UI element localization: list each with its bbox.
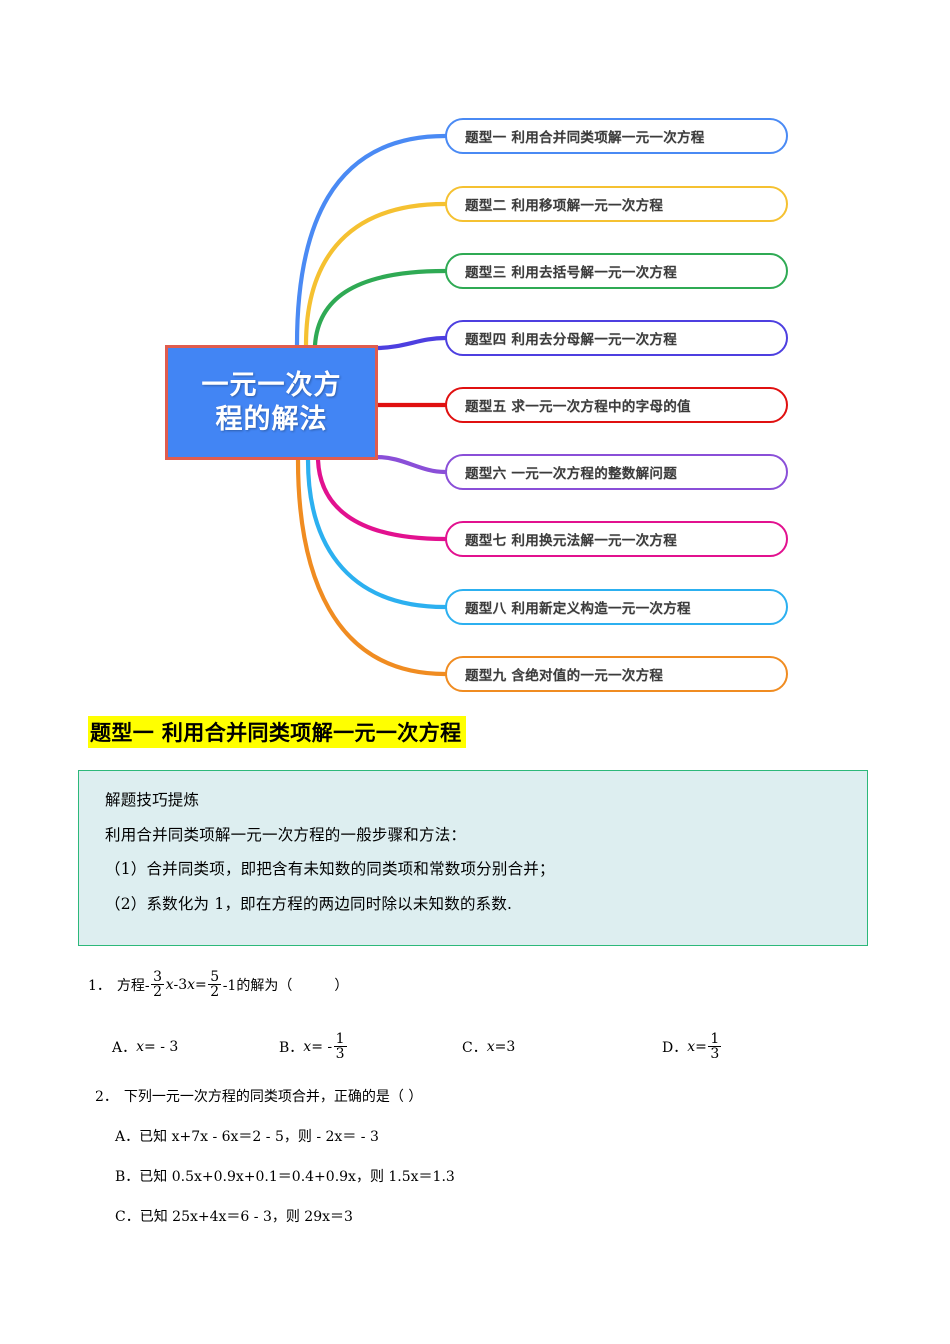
mindmap-node-7[interactable]: 题型七 利用换元法解一元一次方程 <box>445 521 788 557</box>
mindmap-node-8-label: 题型八 利用新定义构造一元一次方程 <box>465 601 691 617</box>
q1-fraction-2-numerator: 5 <box>210 968 220 985</box>
mindmap-node-8[interactable]: 题型八 利用新定义构造一元一次方程 <box>445 589 788 625</box>
connector-7 <box>315 457 448 542</box>
q1-option-B-rest: = - <box>311 1038 333 1055</box>
mindmap-node-9-label: 题型九 含绝对值的一元一次方程 <box>465 668 664 684</box>
connector-6 <box>373 454 448 475</box>
question-1-stem: 1． 方程- 3 2 x -3 x = 5 2 -1的解为（ ） <box>88 968 349 1000</box>
q1-part-2: x <box>165 976 174 993</box>
mindmap-center-line1: 一元一次方 <box>201 370 342 402</box>
connector-9 <box>295 457 448 677</box>
q1-option-A-letter: A． <box>112 1039 137 1056</box>
q1-option-B-var: x <box>303 1038 312 1055</box>
question-1-option-D[interactable]: D． x = 1 3 <box>662 1030 723 1062</box>
mindmap-node-1[interactable]: 题型一 利用合并同类项解一元一次方程 <box>445 118 788 154</box>
mindmap-node-3-label: 题型三 利用去括号解一元一次方程 <box>465 265 677 281</box>
q1-option-D-letter: D． <box>662 1039 688 1056</box>
q1-option-D-numerator: 1 <box>710 1030 720 1047</box>
q1-option-B-denominator: 3 <box>333 1045 347 1062</box>
mindmap-node-3[interactable]: 题型三 利用去括号解一元一次方程 <box>445 253 788 289</box>
q1-option-C-letter: C． <box>462 1039 487 1056</box>
question-2-stem-text: 下列一元一次方程的同类项合并，正确的是（ ） <box>123 1089 423 1105</box>
q1-option-D-fraction: 1 3 <box>708 1030 722 1062</box>
q1-fraction-2-denominator: 2 <box>208 983 222 1000</box>
q1-option-B-letter: B． <box>279 1039 304 1056</box>
mindmap: 题型一 利用合并同类项解一元一次方程 题型二 利用移项解一元一次方程 题型三 利… <box>165 118 788 692</box>
q1-option-C-var: x <box>486 1038 495 1055</box>
question-2-stem: 2． 下列一元一次方程的同类项合并，正确的是（ ） <box>95 1086 422 1106</box>
q1-part-1: 方程- <box>116 977 150 994</box>
mindmap-center-node[interactable]: 一元一次方 程的解法 <box>165 345 378 460</box>
q1-option-D-denominator: 3 <box>708 1045 722 1062</box>
mindmap-node-4[interactable]: 题型四 利用去分母解一元一次方程 <box>445 320 788 356</box>
q1-option-B-fraction: 1 3 <box>333 1030 347 1062</box>
q1-option-A-rest: = - 3 <box>144 1038 179 1055</box>
tip-line-0: 解题技巧提炼 <box>105 791 200 809</box>
q1-fraction-1-denominator: 2 <box>151 983 165 1000</box>
question-1-option-B[interactable]: B． x = - 1 3 <box>279 1030 462 1062</box>
section-title-text: 题型一 利用合并同类项解一元一次方程 <box>90 721 462 745</box>
question-1-options: A． x = - 3 B． x = - 1 3 C． x =3 D． x = 1… <box>112 1030 723 1062</box>
connector-8 <box>305 457 448 610</box>
connector-3 <box>312 268 448 348</box>
section-title-highlight: 题型一 利用合并同类项解一元一次方程 <box>88 716 466 748</box>
mindmap-center-line2: 程的解法 <box>215 403 328 435</box>
q1-option-D-rest: = <box>695 1038 707 1055</box>
tip-box: 解题技巧提炼 利用合并同类项解一元一次方程的一般步骤和方法： （1）合并同类项，… <box>78 770 868 946</box>
q1-part-7: ） <box>334 977 349 994</box>
connector-1 <box>294 133 448 348</box>
connector-2 <box>303 201 448 348</box>
question-2-option-B[interactable]: B． 已知 0.5x+0.9x+0.1＝0.4+0.9x，则 1.5x＝1.3 <box>115 1166 455 1186</box>
question-2-option-C[interactable]: C． 已知 25x+4x＝6 - 3，则 29x＝3 <box>115 1206 353 1226</box>
mindmap-node-9[interactable]: 题型九 含绝对值的一元一次方程 <box>445 656 788 692</box>
q1-option-A-var: x <box>136 1038 145 1055</box>
q1-fraction-1-numerator: 3 <box>153 968 163 985</box>
tip-line-3: （2）系数化为 1，即在方程的两边同时除以未知数的系数. <box>105 894 513 913</box>
mindmap-node-7-label: 题型七 利用换元法解一元一次方程 <box>465 533 677 549</box>
tip-line-1: 利用合并同类项解一元一次方程的一般步骤和方法： <box>105 825 467 844</box>
q2-option-B-text: 已知 0.5x+0.9x+0.1＝0.4+0.9x，则 1.5x＝1.3 <box>139 1169 455 1185</box>
q1-part-4: x <box>187 976 196 993</box>
mindmap-node-2-label: 题型二 利用移项解一元一次方程 <box>465 198 664 214</box>
question-1-number: 1． <box>88 977 111 994</box>
mindmap-node-6-label: 题型六 一元一次方程的整数解问题 <box>465 466 677 482</box>
q1-option-B-numerator: 1 <box>335 1030 345 1047</box>
q2-option-B-letter: B． <box>115 1169 140 1185</box>
q2-option-A-letter: A． <box>115 1129 140 1145</box>
q2-option-A-text: 已知 x+7x - 6x＝2 - 5，则 - 2x＝ - 3 <box>139 1129 379 1145</box>
q1-fraction-2: 5 2 <box>208 968 222 1000</box>
question-2-number: 2． <box>95 1089 118 1105</box>
tip-line-2: （1）合并同类项，即把含有未知数的同类项和常数项分别合并； <box>105 860 555 878</box>
question-1-option-C[interactable]: C． x =3 <box>462 1037 662 1057</box>
q1-part-3: -3 <box>173 976 188 993</box>
mindmap-node-5[interactable]: 题型五 求一元一次方程中的字母的值 <box>445 387 788 423</box>
mindmap-node-4-label: 题型四 利用去分母解一元一次方程 <box>465 332 677 348</box>
q1-part-6: -1的解为（ <box>222 977 293 994</box>
q1-option-C-rest: =3 <box>494 1038 516 1055</box>
q1-part-5: = <box>195 976 207 993</box>
mindmap-node-1-label: 题型一 利用合并同类项解一元一次方程 <box>465 130 705 146</box>
q2-option-C-text: 已知 25x+4x＝6 - 3，则 29x＝3 <box>139 1209 353 1225</box>
q2-option-C-letter: C． <box>115 1209 140 1225</box>
mindmap-connectors <box>294 133 448 677</box>
q1-fraction-1: 3 2 <box>151 968 165 1000</box>
q1-option-D-var: x <box>687 1038 696 1055</box>
mindmap-node-6[interactable]: 题型六 一元一次方程的整数解问题 <box>445 454 788 490</box>
question-1-option-A[interactable]: A． x = - 3 <box>112 1037 279 1057</box>
question-2-option-A[interactable]: A． 已知 x+7x - 6x＝2 - 5，则 - 2x＝ - 3 <box>115 1126 379 1146</box>
mindmap-node-2[interactable]: 题型二 利用移项解一元一次方程 <box>445 186 788 222</box>
connector-4 <box>373 335 448 351</box>
mindmap-node-5-label: 题型五 求一元一次方程中的字母的值 <box>465 399 691 415</box>
